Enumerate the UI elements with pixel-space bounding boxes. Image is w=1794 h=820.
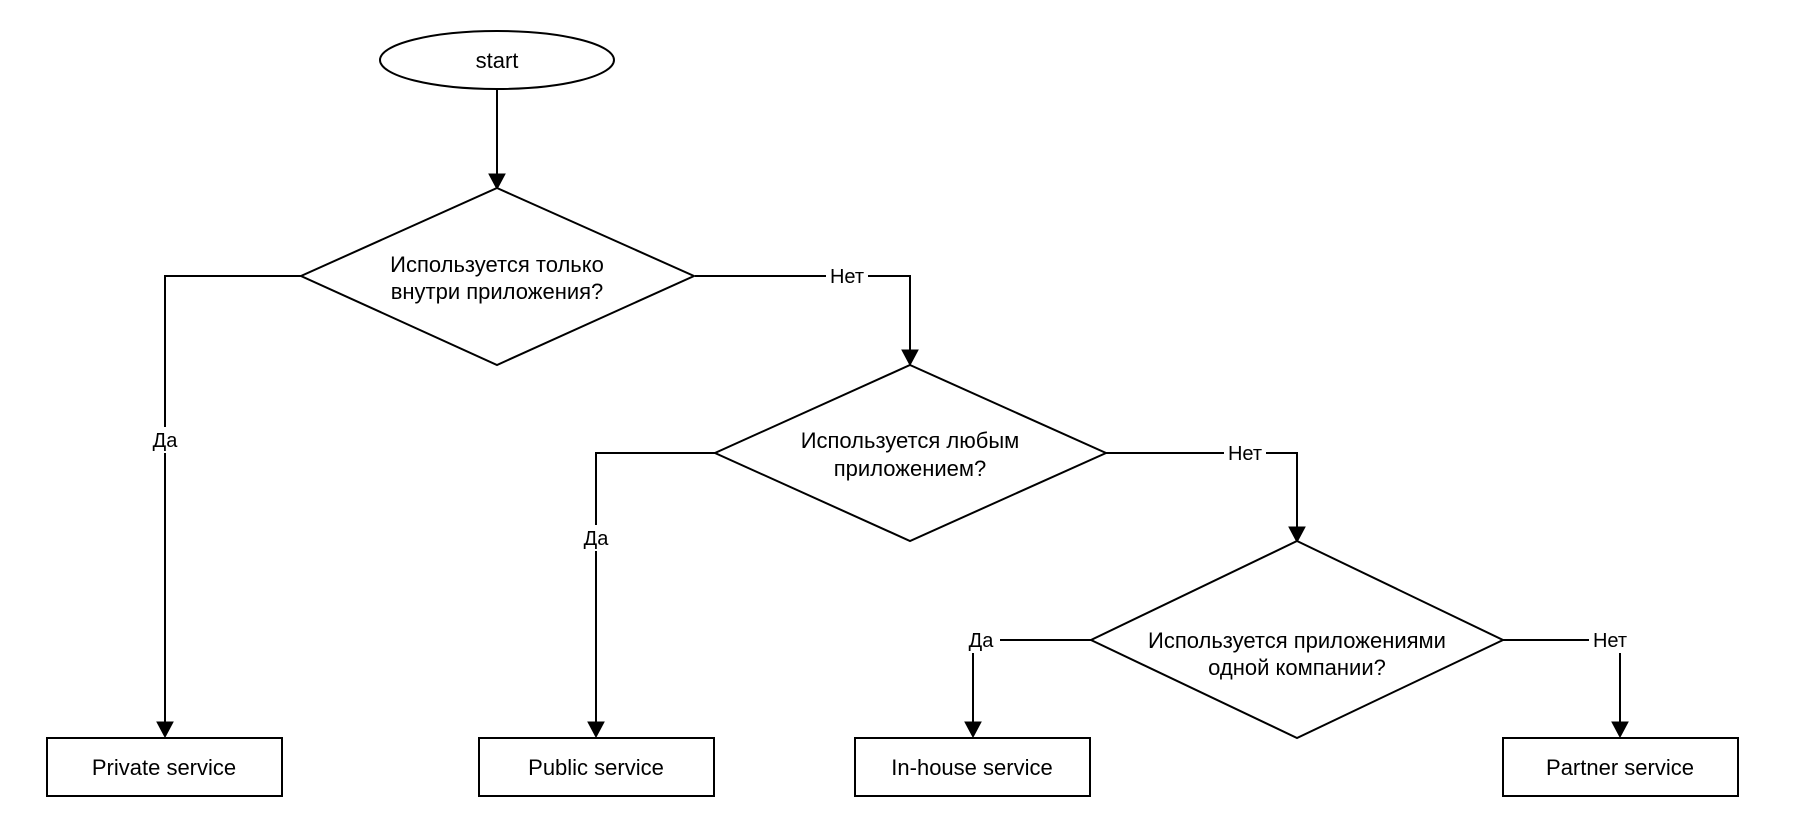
outcome-partner-service-label: Partner service	[1546, 755, 1694, 780]
decision-same-company-line2: одной компании?	[1208, 655, 1386, 680]
start-node: start	[379, 30, 615, 90]
edge-label-q1-yes: Да	[153, 430, 179, 452]
arrowhead	[1611, 721, 1629, 739]
outcome-public-service: Public service	[478, 737, 715, 797]
start-node-label: start	[476, 48, 519, 73]
decision-internal-only-line1: Используется только	[390, 252, 604, 277]
edge-label-q1-no: Нет	[830, 266, 864, 288]
edge-q3-yes: Да	[962, 627, 1091, 739]
edge-q1-no: Нет	[695, 264, 919, 367]
outcome-public-service-label: Public service	[528, 755, 664, 780]
edge-q3-no: Нет	[1503, 627, 1631, 739]
edge-start-to-q1	[488, 89, 506, 191]
decision-internal-only-line2: внутри приложения?	[391, 279, 604, 304]
arrowhead	[901, 349, 919, 367]
outcome-partner-service: Partner service	[1502, 737, 1739, 797]
decision-any-app-line1: Используется любым	[801, 428, 1020, 453]
arrowhead	[488, 173, 506, 191]
outcome-private-service: Private service	[46, 737, 283, 797]
arrowhead	[587, 721, 605, 739]
arrowhead	[156, 721, 174, 739]
edge-q1-yes: Да	[146, 275, 301, 739]
edge-label-q3-no: Нет	[1593, 630, 1627, 652]
edge-q2-no: Нет	[1106, 441, 1306, 544]
edge-label-q3-yes: Да	[969, 630, 995, 652]
decision-same-company: Используется приложениями одной компании…	[1088, 539, 1506, 740]
edge-label-q2-no: Нет	[1228, 443, 1262, 465]
decision-any-app: Используется любым приложением?	[712, 363, 1109, 543]
edge-label-q2-yes: Да	[584, 528, 610, 550]
decision-internal-only: Используется только внутри приложения?	[298, 186, 697, 367]
nodes: start Используется только внутри приложе…	[46, 30, 1739, 797]
decision-same-company-line1: Используется приложениями	[1148, 628, 1446, 653]
decision-any-app-line2: приложением?	[834, 456, 987, 481]
arrowhead	[1288, 526, 1306, 544]
arrowhead	[964, 721, 982, 739]
outcome-inhouse-service: In-house service	[854, 737, 1091, 797]
outcome-inhouse-service-label: In-house service	[891, 755, 1052, 780]
outcome-private-service-label: Private service	[92, 755, 236, 780]
edges: Да Нет Да Нет Да	[146, 89, 1631, 739]
edge-q2-yes: Да	[577, 452, 715, 739]
